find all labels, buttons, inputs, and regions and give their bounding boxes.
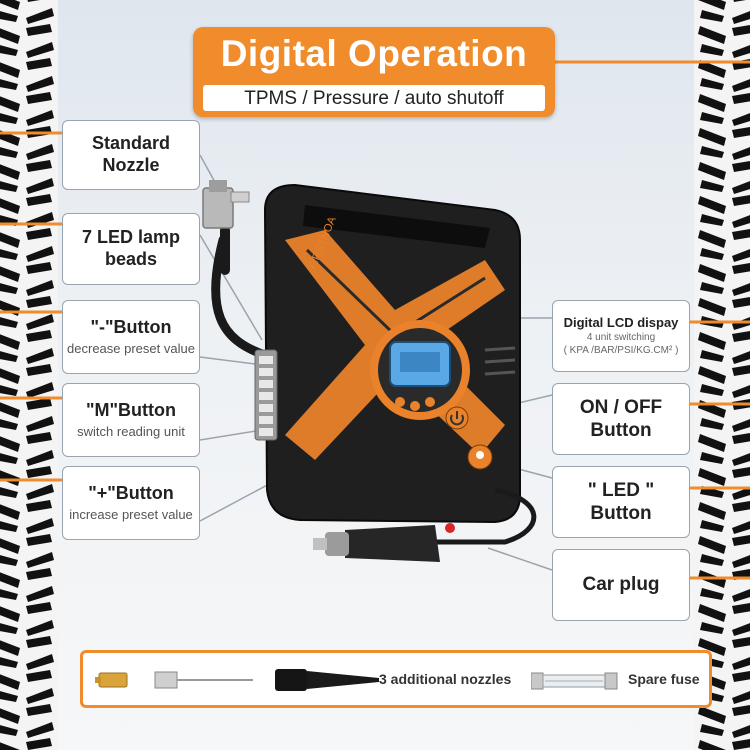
tire-track-left	[0, 0, 58, 750]
label-title: ON / OFF Button	[579, 396, 663, 441]
tire-track-right	[694, 0, 750, 750]
nozzle-accessories	[95, 669, 379, 691]
spare-fuse-label: Spare fuse	[628, 671, 700, 687]
needle-nozzle-icon	[154, 671, 253, 689]
page-subtitle: TPMS / Pressure / auto shutoff	[244, 88, 504, 109]
label-title: "-"Button	[90, 316, 172, 337]
label-desc: increase preset value	[69, 506, 193, 522]
label-desc: switch reading unit	[77, 423, 185, 439]
label-minus-button: "-"Button decrease preset value	[62, 300, 200, 374]
air-compressor-device: FIRSTNOA	[202, 180, 537, 562]
label-plus-button: "+"Button increase preset value	[62, 466, 200, 540]
nozzles-label: 3 additional nozzles	[379, 671, 512, 687]
label-title: "+"Button	[88, 482, 174, 503]
lcd-display-icon	[370, 320, 470, 420]
label-desc-units: ( KPA /BAR/PSI/KG.CM² )	[563, 344, 679, 356]
led-lamp-icon	[254, 349, 278, 441]
label-title: Standard Nozzle	[91, 133, 170, 175]
label-m-button: "M"Button switch reading unit	[62, 383, 200, 457]
label-lcd-display: Digital LCD dispay 4 unit switching ( KP…	[552, 300, 690, 372]
label-led-button: " LED " Button	[552, 466, 690, 538]
nozzle-icon	[202, 180, 250, 229]
page-title: Digital Operation	[220, 33, 528, 74]
label-title: Digital LCD dispay	[563, 315, 679, 331]
fuse-icon	[531, 672, 618, 690]
label-title: "M"Button	[85, 399, 177, 420]
label-desc: 4 unit switching	[586, 331, 656, 343]
header-banner: Digital Operation TPMS / Pressure / auto…	[193, 27, 555, 117]
label-car-plug: Car plug	[552, 549, 690, 621]
lightbulb-icon	[467, 444, 493, 470]
cone-nozzle-icon	[275, 669, 379, 691]
brass-nozzle-icon	[95, 672, 128, 688]
subtitle-bar: TPMS / Pressure / auto shutoff	[203, 85, 545, 111]
accessories-bar: 3 additional nozzles Spare fuse	[80, 650, 712, 708]
label-desc: decrease preset value	[67, 340, 195, 356]
label-title: Car plug	[582, 574, 660, 596]
label-title: " LED " Button	[587, 479, 655, 524]
car-plug-icon	[313, 523, 455, 562]
label-on-off-button: ON / OFF Button	[552, 383, 690, 455]
label-title: 7 LED lamp beads	[81, 227, 181, 269]
power-icon	[445, 406, 469, 430]
label-led-lamp-beads: 7 LED lamp beads	[62, 213, 200, 285]
label-standard-nozzle: Standard Nozzle	[62, 120, 200, 190]
